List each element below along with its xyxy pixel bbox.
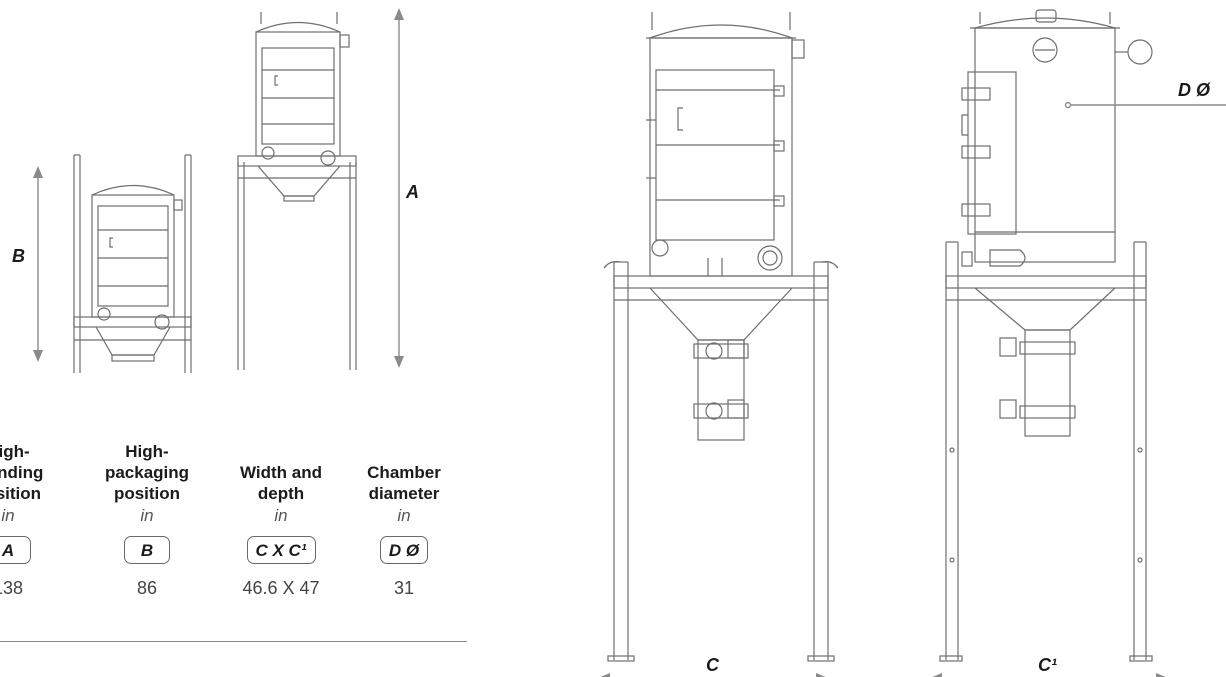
column-header: Width and depth (240, 463, 322, 503)
column-unit: in (1, 506, 15, 525)
column-header: High- standing position (0, 442, 44, 503)
column-header: Chamber diameter (367, 463, 441, 503)
spec-column-b: High- packaging position in B 86 (81, 418, 213, 599)
column-code-badge: A (0, 536, 31, 564)
dimension-leader-d-dot (1064, 101, 1072, 109)
table-bottom-rule (0, 641, 467, 642)
column-unit: in (397, 506, 411, 525)
label-d: D Ø (1178, 80, 1211, 100)
small-unit-standing-position (237, 12, 357, 370)
column-unit: in (140, 506, 154, 525)
column-value: 46.6 X 47 (242, 578, 320, 598)
label-b: B (12, 246, 25, 266)
column-code-badge: B (124, 536, 170, 564)
label-c1: C¹ (1038, 655, 1057, 675)
spec-column-a: High- standing position in A 138 (0, 418, 74, 599)
column-value: 138 (0, 578, 24, 598)
label-c: C (706, 655, 719, 675)
column-value: 31 (393, 578, 415, 598)
large-unit-side-view (939, 9, 1153, 662)
column-code-badge: D Ø (379, 536, 429, 564)
column-header: High- packaging position (104, 442, 190, 503)
spec-column-c: Width and depth in C X C¹ 46.6 X 47 (215, 418, 347, 599)
label-a: A (406, 182, 419, 202)
column-value: 86 (136, 578, 158, 598)
small-unit-packaging-position (73, 154, 192, 373)
column-code-badge: C X C¹ (246, 536, 316, 564)
large-unit-front-view (603, 12, 839, 662)
column-unit: in (274, 506, 288, 525)
spec-column-d: Chamber diameter in D Ø 31 (338, 418, 470, 599)
